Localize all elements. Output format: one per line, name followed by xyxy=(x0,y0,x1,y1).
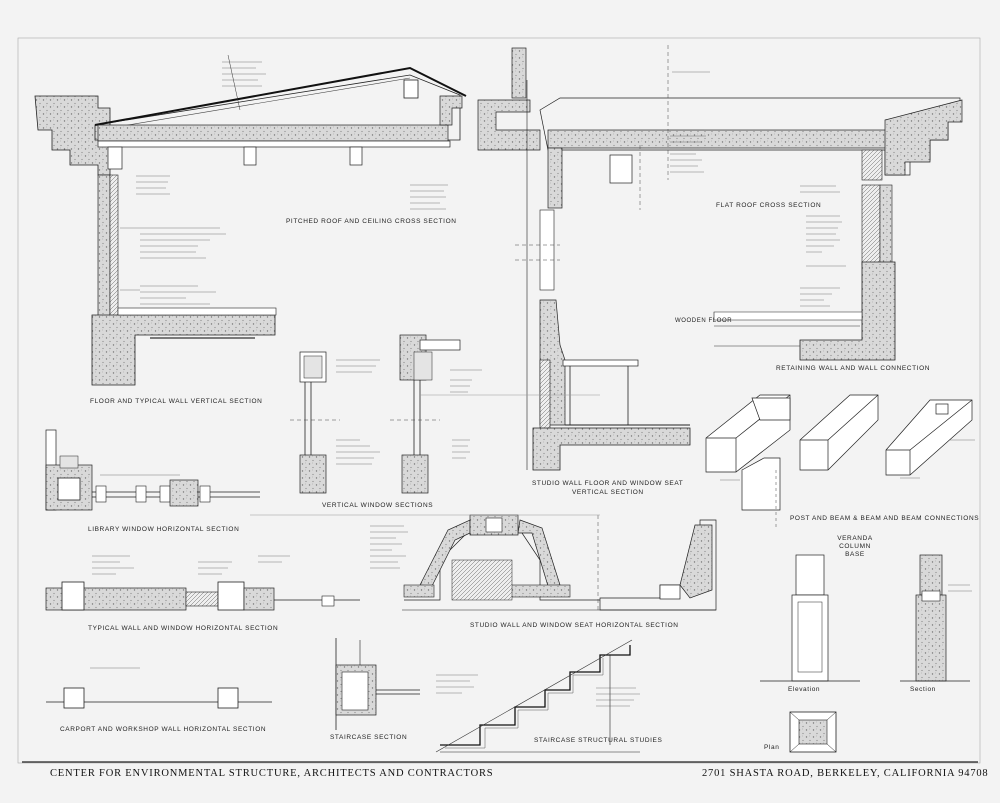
vertical-window-sections xyxy=(290,334,482,494)
floor-wall-title: FLOOR AND TYPICAL WALL VERTICAL SECTION xyxy=(90,398,263,405)
flat-roof-title: FLAT ROOF CROSS SECTION xyxy=(716,202,822,209)
floor-wall-section xyxy=(91,174,277,386)
veranda-column-base xyxy=(760,554,972,753)
pitched-roof-title: PITCHED ROOF AND CEILING CROSS SECTION xyxy=(286,218,457,225)
staircase-structural-studies xyxy=(435,639,640,753)
staircase-section-title: STAIRCASE SECTION xyxy=(330,734,408,741)
studio-wall-vertical-section xyxy=(515,80,691,471)
post-beam-title: POST AND BEAM & BEAM AND BEAM CONNECTION… xyxy=(790,515,980,522)
studio-wall-floor-title-2: VERTICAL SECTION xyxy=(572,489,644,496)
studio-wall-horizontal-section xyxy=(370,514,717,611)
elevation-label: Elevation xyxy=(788,686,821,693)
vertical-window-title: VERTICAL WINDOW SECTIONS xyxy=(322,502,434,509)
studio-wall-floor-title: STUDIO WALL FLOOR AND WINDOW SEAT xyxy=(532,480,684,487)
post-beam-connections xyxy=(705,394,975,528)
veranda-title: VERANDA COLUMN BASE xyxy=(837,535,873,558)
wooden-floor-label: WOODEN FLOOR xyxy=(675,318,733,324)
firm-address: 2701 SHASTA ROAD, BERKELEY, CALIFORNIA 9… xyxy=(702,768,989,779)
retaining-wall-title: RETAINING WALL AND WALL CONNECTION xyxy=(776,365,931,372)
plan-label: Plan xyxy=(764,744,780,751)
library-window-section xyxy=(45,429,260,511)
pitched-roof-section xyxy=(34,54,467,210)
carport-title: CARPORT AND WORKSHOP WALL HORIZONTAL SEC… xyxy=(60,726,267,733)
retaining-wall-section xyxy=(713,184,896,361)
firm-name: CENTER FOR ENVIRONMENTAL STRUCTURE, ARCH… xyxy=(50,768,494,779)
carport-wall-section xyxy=(46,667,272,709)
section-label: Section xyxy=(910,686,936,693)
staircase-section xyxy=(335,638,420,730)
staircase-structural-title: STAIRCASE STRUCTURAL STUDIES xyxy=(534,737,663,744)
typical-wall-window-section xyxy=(45,555,360,611)
library-window-title: LIBRARY WINDOW HORIZONTAL SECTION xyxy=(88,526,240,533)
studio-wall-horizontal-title: STUDIO WALL AND WINDOW SEAT HORIZONTAL S… xyxy=(470,622,679,629)
flat-roof-section xyxy=(477,45,963,210)
typical-wall-window-title: TYPICAL WALL AND WINDOW HORIZONTAL SECTI… xyxy=(88,625,279,632)
